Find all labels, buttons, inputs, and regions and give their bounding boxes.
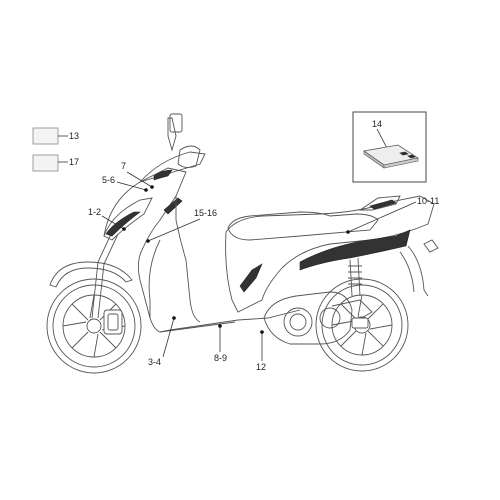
- side-decal-15-16: [239, 263, 263, 293]
- callout-1-2: 1-2: [88, 207, 101, 217]
- callout-17: 17: [69, 157, 79, 167]
- scooter-outline: [46, 113, 439, 374]
- callout-7: 7: [121, 161, 126, 171]
- callout-13: 13: [69, 131, 79, 141]
- callout-14: 14: [372, 119, 382, 129]
- callout-15-16: 15-16: [194, 208, 217, 218]
- front-wheel: [46, 278, 142, 374]
- callout-12: 12: [256, 362, 266, 372]
- callout-10-11: 10-11: [417, 196, 439, 206]
- callout-3-4: 3-4: [148, 357, 161, 367]
- decal-kit-box: 14: [352, 111, 427, 183]
- rear-decal-10-11: [299, 229, 411, 271]
- callouts: 7 5-6 1-2 15-16 10-11 3-4 8-9 12: [88, 161, 439, 372]
- callout-5-6: 5-6: [102, 175, 115, 185]
- rear-wheel: [315, 278, 409, 372]
- decal-swatch-13: [32, 127, 59, 145]
- front-decal-1-2: [105, 211, 141, 237]
- dash-decal-7: [153, 169, 173, 181]
- decal-swatch-17: [32, 154, 59, 172]
- callout-8-9: 8-9: [214, 353, 227, 363]
